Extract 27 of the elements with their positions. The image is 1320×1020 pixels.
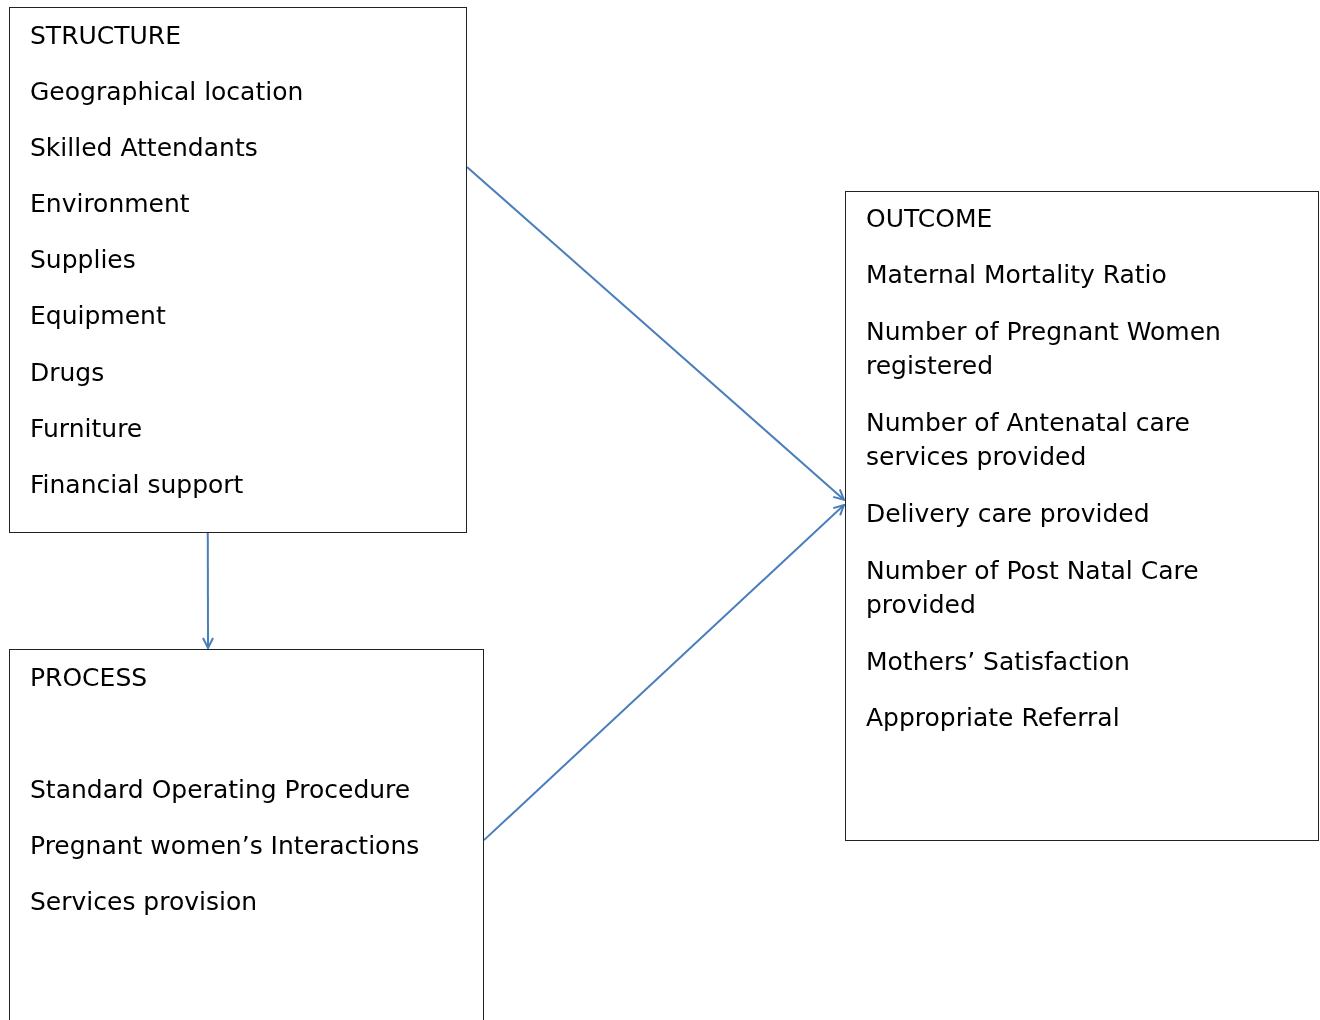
list-item: Environment <box>30 188 191 220</box>
list-item: Number of Post Natal Care provided <box>866 555 1200 621</box>
list-item: Number of Antenatal care services provided <box>866 407 1191 473</box>
list-item: Appropriate Referral <box>866 702 1121 734</box>
list-item: Number of Pregnant Women registered <box>866 316 1222 382</box>
list-box <box>9 649 484 1020</box>
list-item: Supplies <box>30 244 137 276</box>
list-item: Geographical location <box>30 76 305 108</box>
heading: STRUCTURE <box>30 20 182 52</box>
list-box <box>9 7 467 533</box>
list-item: Pregnant women’s Interactions <box>30 830 421 862</box>
list-item: Maternal Mortality Ratio <box>866 259 1168 291</box>
list-item: Skilled Attendants <box>30 132 259 164</box>
list-box <box>845 191 1319 841</box>
arrow <box>483 503 845 842</box>
list-item: Drugs <box>30 357 106 389</box>
heading: OUTCOME <box>866 203 994 235</box>
arrow <box>466 165 845 501</box>
list-item: Mothers’ Satisfaction <box>866 646 1131 678</box>
list-item: Financial support <box>30 469 245 501</box>
list-item: Services provision <box>30 886 259 918</box>
list-item: Equipment <box>30 300 167 332</box>
list-item: Standard Operating Procedure <box>30 774 412 806</box>
arrow <box>202 532 214 649</box>
heading: PROCESS <box>30 662 149 694</box>
list-item: Furniture <box>30 413 144 445</box>
list-item: Delivery care provided <box>866 498 1151 530</box>
